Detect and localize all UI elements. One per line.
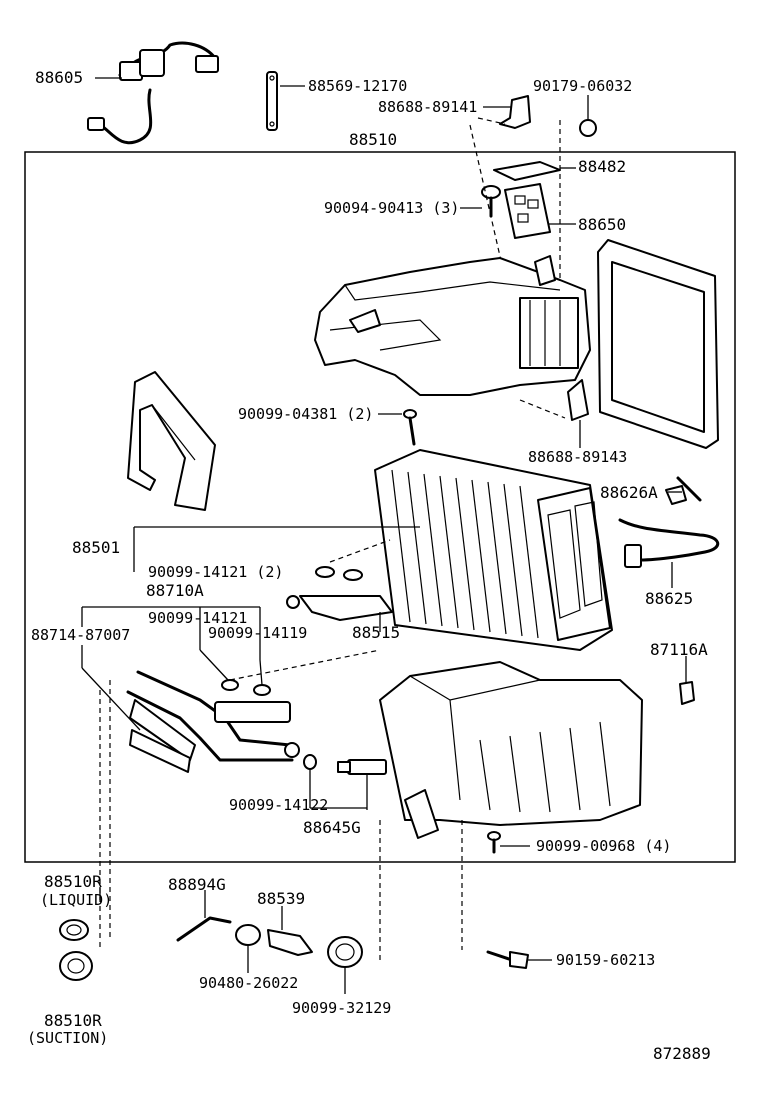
label-88714-87007: 88714-87007 xyxy=(31,626,130,644)
label-88605: 88605 xyxy=(35,68,83,87)
label-90480-26022: 90480-26022 xyxy=(199,974,298,992)
assembly-frame xyxy=(24,151,736,863)
screw-90099-00968 xyxy=(487,831,530,854)
clip-87116A xyxy=(679,656,695,705)
label-90179-06032: 90179-06032 xyxy=(533,77,632,95)
label-88645G: 88645G xyxy=(303,818,361,837)
label-88894G: 88894G xyxy=(168,875,226,894)
label-88625: 88625 xyxy=(645,589,693,608)
pipe-88894G xyxy=(176,890,232,942)
pressure-switch-88645G xyxy=(337,759,387,810)
o-ring-14122 xyxy=(303,754,317,770)
duct xyxy=(127,371,216,511)
cover-88482 xyxy=(493,161,576,181)
o-ring-a xyxy=(315,566,335,578)
label-90099-14119: 90099-14119 xyxy=(208,624,307,642)
screw-90099-04381 xyxy=(378,409,417,446)
upper-case xyxy=(314,255,591,396)
label-diagram-code: 872889 xyxy=(653,1044,711,1063)
label-88515: 88515 xyxy=(352,623,400,642)
label-90099-04381: 90099-04381 (2) xyxy=(238,405,373,423)
evaporator-88501 xyxy=(374,449,613,651)
o-ring-b xyxy=(343,569,363,581)
bolt-90159 xyxy=(486,950,552,969)
label-liquid: (LIQUID) xyxy=(40,891,112,909)
label-88510R-liquid: 88510R xyxy=(44,872,102,891)
label-88510R-suction: 88510R xyxy=(44,1011,102,1030)
bracket-88569 xyxy=(266,71,305,131)
label-88688-89141: 88688-89141 xyxy=(378,98,477,116)
label-88539: 88539 xyxy=(257,889,305,908)
screw-90094 xyxy=(460,185,501,218)
o-ring-14119 xyxy=(253,684,271,696)
label-90094-90413: 90094-90413 (3) xyxy=(324,199,459,217)
bracket-88688-89143 xyxy=(567,379,589,448)
o-ring-14121 xyxy=(221,679,239,691)
label-88650: 88650 xyxy=(578,215,626,234)
control-board-88650 xyxy=(504,183,576,239)
label-88510: 88510 xyxy=(349,130,397,149)
bracket-88688-89141 xyxy=(477,95,531,129)
label-90099-14122: 90099-14122 xyxy=(229,796,328,814)
grommet-90480 xyxy=(235,924,261,973)
sensor-88625 xyxy=(618,518,719,588)
label-90099-14121: 90099-14121 xyxy=(148,609,247,627)
label-88710A: 88710A xyxy=(146,581,204,600)
tube-88710A xyxy=(126,670,300,762)
label-90099-14121-2: 90099-14121 (2) xyxy=(148,563,283,581)
drain-88539 xyxy=(267,906,313,956)
expansion-valve-88515 xyxy=(286,595,393,632)
label-88501: 88501 xyxy=(72,538,120,557)
thermistor-88626A xyxy=(665,476,702,505)
filter-frame xyxy=(597,239,719,449)
grommet-90099-32129 xyxy=(327,936,363,994)
nut-90179 xyxy=(579,95,597,137)
grommet-88510R-suction xyxy=(59,951,93,981)
wire-harness-88605 xyxy=(87,41,219,145)
label-87116A: 87116A xyxy=(650,640,708,659)
label-suction: (SUCTION) xyxy=(27,1029,108,1047)
label-88626A: 88626A xyxy=(600,483,658,502)
label-88569-12170: 88569-12170 xyxy=(308,77,407,95)
label-88482: 88482 xyxy=(578,157,626,176)
grommet-88510R-liquid xyxy=(59,919,89,941)
label-90099-32129: 90099-32129 xyxy=(292,999,391,1017)
label-90099-00968: 90099-00968 (4) xyxy=(536,837,671,855)
lower-case xyxy=(379,661,643,839)
label-90159-60213: 90159-60213 xyxy=(556,951,655,969)
label-88688-89143: 88688-89143 xyxy=(528,448,627,466)
pipe-cover-88714 xyxy=(129,729,191,773)
